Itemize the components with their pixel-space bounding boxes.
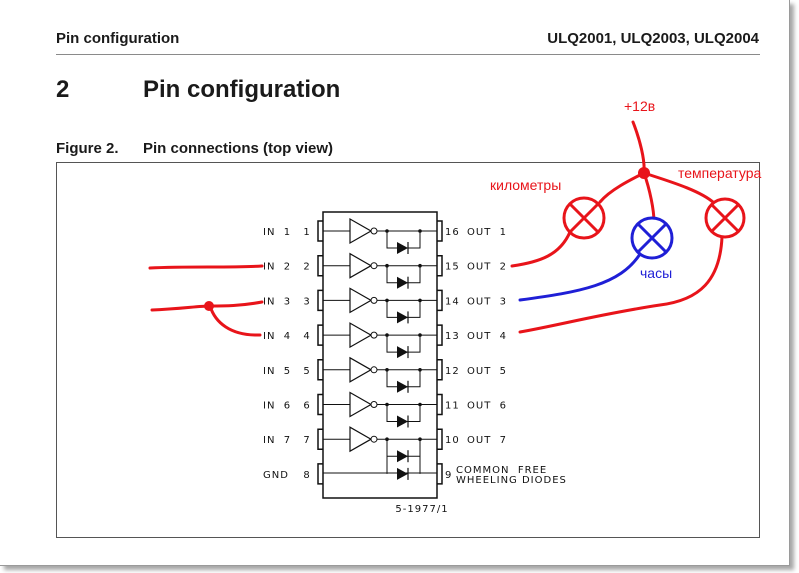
right-pin-name: OUT 3 <box>467 296 507 307</box>
left-pin-number: 6 <box>303 401 310 412</box>
inverter-gate <box>349 217 373 245</box>
left-pin-number: 7 <box>303 435 310 446</box>
right-pin-tab <box>437 359 443 381</box>
datasheet-page: Pin configuration ULQ2001, ULQ2003, ULQ2… <box>0 0 790 566</box>
section-title: Pin configuration <box>143 76 341 103</box>
chip-body <box>322 211 438 499</box>
left-pin-name: IN 7 <box>263 435 291 446</box>
left-pin-name: IN 5 <box>263 366 291 377</box>
right-pin-name: OUT 1 <box>467 227 507 238</box>
right-pin-name: OUT 6 <box>467 401 507 412</box>
left-pin-tab <box>317 393 323 416</box>
label-clock: часы <box>640 265 672 281</box>
inverter-bubble <box>370 296 378 304</box>
right-pin-name-line2: WHEELING DIODES <box>456 475 567 486</box>
inverter-bubble <box>370 331 378 339</box>
inverter-gate <box>349 252 373 279</box>
label-supply: +12в <box>624 98 655 114</box>
right-pin-tab <box>437 393 443 416</box>
right-pin-tab <box>437 220 443 242</box>
left-pin-tab <box>317 289 323 312</box>
inverter-bubble <box>370 262 378 270</box>
inverter-gate <box>349 287 373 314</box>
right-pin-number: 11 <box>445 401 460 412</box>
clamp-diode <box>397 380 408 393</box>
right-pin-tab <box>437 463 443 485</box>
clamp-diode <box>397 311 408 324</box>
left-pin-tab <box>317 463 323 485</box>
figure-title: Pin connections (top view) <box>143 140 334 157</box>
inverter-gate <box>349 322 373 349</box>
wire-supply <box>631 120 646 174</box>
right-pin-tab <box>437 289 443 312</box>
common-diode <box>397 467 408 480</box>
left-pin-number: 2 <box>303 262 310 273</box>
inverter-bubble <box>370 366 378 374</box>
clamp-diode <box>397 346 408 359</box>
left-pin-number: 5 <box>303 366 310 377</box>
right-pin-number: 12 <box>445 366 460 377</box>
inverter-bubble <box>370 227 378 235</box>
right-pin-name: OUT 4 <box>467 331 507 342</box>
right-pin-number: 10 <box>445 435 460 446</box>
header-part-numbers: ULQ2001, ULQ2003, ULQ2004 <box>547 30 759 47</box>
figure-frame <box>56 162 760 538</box>
junction-in3-in4 <box>204 301 214 311</box>
left-pin-name: GND <box>263 470 289 481</box>
right-pin-name: OUT 2 <box>467 262 507 273</box>
figure-code: 5-1977/1 <box>395 504 448 515</box>
right-pin-number: 16 <box>445 227 460 238</box>
right-pin-tab <box>437 428 443 450</box>
label-kilometers: километры <box>490 177 561 193</box>
right-pin-name: COMMON FREE <box>456 465 547 476</box>
left-pin-number: 8 <box>303 470 310 481</box>
section-number: 2 <box>56 76 70 103</box>
wire-to-km <box>598 171 646 204</box>
left-pin-name: IN 4 <box>263 331 291 342</box>
clamp-diode <box>397 276 408 289</box>
inverter-gate <box>349 391 373 418</box>
label-temperature: температура <box>678 165 761 181</box>
clamp-diode <box>397 415 408 428</box>
left-pin-name: IN 6 <box>263 401 291 412</box>
wire-in2 <box>148 264 264 270</box>
inverter-bubble <box>370 401 378 408</box>
right-pin-name: OUT 7 <box>467 435 507 446</box>
left-pin-tab <box>317 359 323 381</box>
left-pin-number: 1 <box>303 227 310 238</box>
right-pin-tab <box>437 254 443 277</box>
left-pin-tab <box>317 324 323 346</box>
left-pin-name: IN 2 <box>263 262 291 273</box>
wire-to-temp <box>642 171 716 205</box>
left-pin-number: 4 <box>303 331 310 342</box>
right-pin-number: 13 <box>445 331 460 342</box>
left-pin-tab <box>317 220 323 242</box>
left-pin-number: 3 <box>303 296 310 307</box>
inverter-gate <box>349 356 373 383</box>
right-pin-name: OUT 5 <box>467 366 507 377</box>
left-pin-name: IN 1 <box>263 227 291 238</box>
left-pin-tab <box>317 254 323 277</box>
wire-out4 <box>518 235 724 334</box>
right-pin-number: 15 <box>445 262 460 273</box>
wire-out2 <box>510 230 572 268</box>
header-section-name: Pin configuration <box>56 30 180 47</box>
left-pin-name: IN 3 <box>263 296 291 307</box>
figure-label: Figure 2. <box>56 140 119 157</box>
wire-to-clock <box>642 171 656 224</box>
wire-out3 <box>518 252 642 302</box>
clamp-diode <box>397 450 408 463</box>
right-pin-number: 14 <box>445 296 460 307</box>
left-pin-tab <box>317 428 323 450</box>
clamp-diode <box>397 242 408 254</box>
inverter-bubble <box>370 435 378 443</box>
header-rule <box>56 54 760 55</box>
wire-in4 <box>208 304 262 337</box>
inverter-gate <box>349 426 373 453</box>
right-pin-number: 9 <box>445 470 452 481</box>
right-pin-tab <box>437 324 443 346</box>
